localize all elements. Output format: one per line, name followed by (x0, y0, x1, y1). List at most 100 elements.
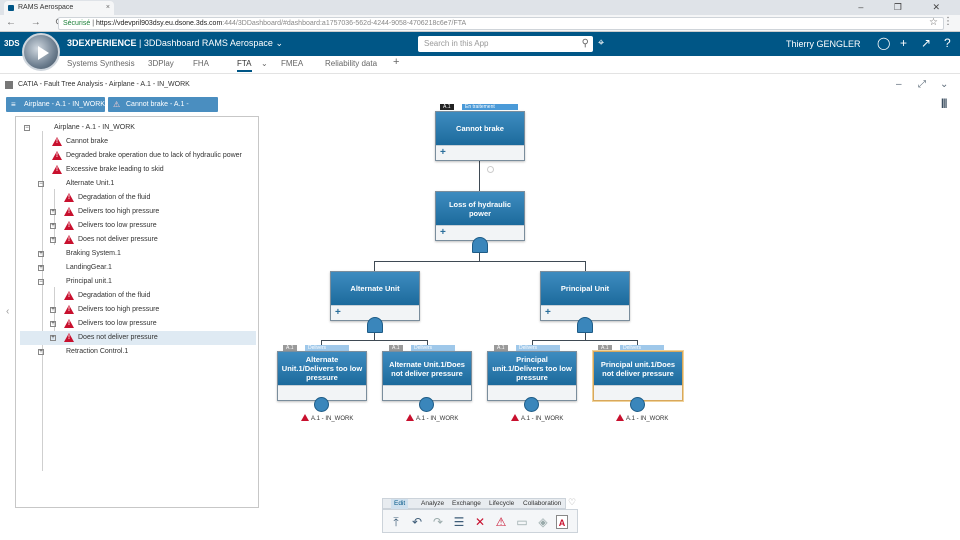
basic-event-icon[interactable] (419, 397, 434, 412)
favorite-heart-icon[interactable]: ♡ (568, 497, 577, 507)
share-icon[interactable]: ↗ (921, 36, 932, 50)
expand-node-icon[interactable]: + (440, 147, 446, 158)
side-panel-icon[interactable]: ||| (941, 98, 947, 109)
tree-item[interactable]: + Delivers too high pressure (16, 205, 258, 219)
tree-item[interactable]: + Delivers too high pressure (16, 303, 258, 317)
basic-event-icon[interactable] (630, 397, 645, 412)
tab-exchange[interactable]: Exchange (452, 500, 481, 507)
compass-icon[interactable] (22, 33, 60, 71)
expand-icon[interactable]: + (50, 237, 56, 243)
tree-item[interactable]: − Alternate Unit.1 (38, 180, 115, 187)
delete-icon[interactable]: ✕ (474, 515, 486, 529)
tab-3dplay[interactable]: 3DPlay (148, 59, 174, 68)
or-gate-icon[interactable] (367, 317, 383, 333)
tab-edit[interactable]: Edit (391, 499, 409, 509)
nav-buttons-icon[interactable]: ← → ⟳ (6, 17, 70, 28)
basic-event-icon[interactable] (314, 397, 329, 412)
expand-icon[interactable]: ⤢ (918, 79, 926, 90)
tree-item[interactable]: + Delivers too low pressure (16, 317, 258, 331)
app-title[interactable]: 3DEXPERIENCE | 3DDashboard RAMS Aerospac… (67, 38, 283, 48)
tag-icon[interactable]: ⌖ (598, 37, 605, 49)
collapse-icon[interactable]: − (38, 279, 44, 285)
collapse-icon[interactable]: − (38, 181, 44, 187)
basic-event-icon[interactable] (524, 397, 539, 412)
screen-icon[interactable]: ▭ (516, 515, 528, 529)
fta-node-alternate-low-pressure[interactable]: Alternate Unit.1/Delivers too low pressu… (277, 351, 367, 401)
tab-reliability-data[interactable]: Reliability data (325, 59, 378, 68)
collapse-icon[interactable]: − (24, 125, 30, 131)
node-title: Principal Unit (541, 272, 629, 305)
report-icon[interactable]: A (556, 515, 568, 529)
window-controls[interactable]: – ❐ ✕ (858, 2, 954, 12)
fta-node-principal-unit[interactable]: Principal Unit + (540, 271, 630, 321)
expand-icon[interactable]: + (50, 335, 56, 341)
widget-menu-icon[interactable]: ⌄ (940, 79, 949, 90)
component-icon[interactable]: ◈ (538, 515, 548, 529)
tree-item[interactable]: − Airplane - A.1 - IN_WORK (24, 124, 135, 131)
expand-icon[interactable]: + (50, 209, 56, 215)
fta-node-cannot-brake[interactable]: Cannot brake + (435, 111, 525, 161)
expand-icon[interactable]: + (50, 223, 56, 229)
connector-icon (487, 166, 494, 173)
add-tab-icon[interactable]: + (393, 56, 400, 68)
fta-node-alternate-unit[interactable]: Alternate Unit + (330, 271, 420, 321)
expand-icon[interactable]: + (50, 307, 56, 313)
tab-systems-synthesis[interactable]: Systems Synthesis (67, 59, 135, 68)
expand-node-icon[interactable]: + (335, 307, 341, 318)
browser-menu-icon[interactable]: ⋮ (943, 16, 953, 27)
tab-collaboration[interactable]: Collaboration (523, 500, 562, 507)
tree-item[interactable]: + Does not deliver pressure (16, 233, 258, 247)
help-icon[interactable]: ? (944, 36, 951, 50)
tree-item[interactable]: + Braking System.1 (38, 250, 121, 257)
bookmark-star-icon[interactable]: ☆ (929, 17, 938, 28)
add-icon[interactable]: + (900, 36, 908, 50)
tree-item[interactable]: Cannot brake (16, 135, 258, 149)
tree-item-selected[interactable]: + Does not deliver pressure (20, 331, 256, 345)
failure-mode-icon[interactable]: ⚠ (495, 515, 507, 529)
tree-item[interactable]: + LandingGear.1 (38, 264, 112, 271)
fta-node-alternate-no-pressure[interactable]: Alternate Unit.1/Does not deliver pressu… (382, 351, 472, 401)
browser-tab[interactable]: RAMS Aerospace × (4, 1, 114, 15)
expand-node-icon[interactable]: + (545, 307, 551, 318)
structure-icon: ≡ (11, 100, 16, 109)
tree-item[interactable]: Excessive brake leading to skid (16, 163, 258, 177)
chat-icon[interactable]: ◯ (877, 36, 891, 50)
collapse-panel-icon[interactable]: ‹ (6, 306, 10, 317)
context-pill-cannot-brake[interactable]: ⚠ Cannot brake - A.1 - IN_WORK (108, 97, 218, 123)
minimize-icon[interactable]: – (896, 79, 902, 90)
url-field[interactable]: Sécurisé | https://vdevpril903dsy.eu.dso… (58, 17, 944, 30)
expand-node-icon[interactable]: + (440, 227, 446, 238)
undo-icon[interactable]: ↶ (411, 515, 423, 529)
context-pill-airplane[interactable]: ≡ Airplane - A.1 - IN_WORK (6, 97, 105, 112)
tree-item[interactable]: − Principal unit.1 (38, 278, 112, 285)
tab-analyze[interactable]: Analyze (421, 500, 445, 507)
tab-fha[interactable]: FHA (193, 59, 209, 68)
tree-item[interactable]: + Delivers too low pressure (16, 219, 258, 233)
or-gate-icon[interactable] (577, 317, 593, 333)
upload-icon[interactable]: ⤒ (393, 515, 399, 529)
tab-fta-menu-icon[interactable]: ⌄ (261, 59, 268, 68)
fta-node-principal-no-pressure[interactable]: Principal unit.1/Does not deliver pressu… (593, 351, 683, 401)
tree-item[interactable]: + Retraction Control.1 (38, 348, 129, 355)
redo-icon[interactable]: ↷ (432, 515, 444, 529)
tab-lifecycle[interactable]: Lifecycle (489, 500, 515, 507)
fta-node-principal-low-pressure[interactable]: Principal unit.1/Delivers too low pressu… (487, 351, 577, 401)
tree-item[interactable]: Degraded brake operation due to lack of … (16, 149, 258, 163)
properties-icon[interactable]: ☰ (453, 515, 465, 529)
expand-icon[interactable]: + (50, 321, 56, 327)
url-path: :444/3DDashboard/#dashboard:a1757036-562… (222, 20, 467, 27)
search-icon[interactable]: ⚲ (581, 38, 589, 49)
tab-close-icon[interactable]: × (105, 4, 110, 11)
user-name[interactable]: Thierry GENGLER (786, 39, 861, 49)
tree-item[interactable]: Degradation of the fluid (16, 191, 258, 205)
tab-fta[interactable]: FTA (237, 59, 252, 72)
tree-item[interactable]: Degradation of the fluid (16, 289, 258, 303)
expand-icon[interactable]: + (38, 265, 44, 271)
fta-node-loss-of-hydraulic-power[interactable]: Loss of hydraulic power + (435, 191, 525, 241)
expand-icon[interactable]: + (38, 349, 44, 355)
search-input[interactable]: Search in this App ⚲ (418, 36, 593, 52)
warning-icon (301, 414, 309, 421)
tab-fmea[interactable]: FMEA (281, 59, 304, 68)
expand-icon[interactable]: + (38, 251, 44, 257)
or-gate-icon[interactable] (472, 237, 488, 253)
